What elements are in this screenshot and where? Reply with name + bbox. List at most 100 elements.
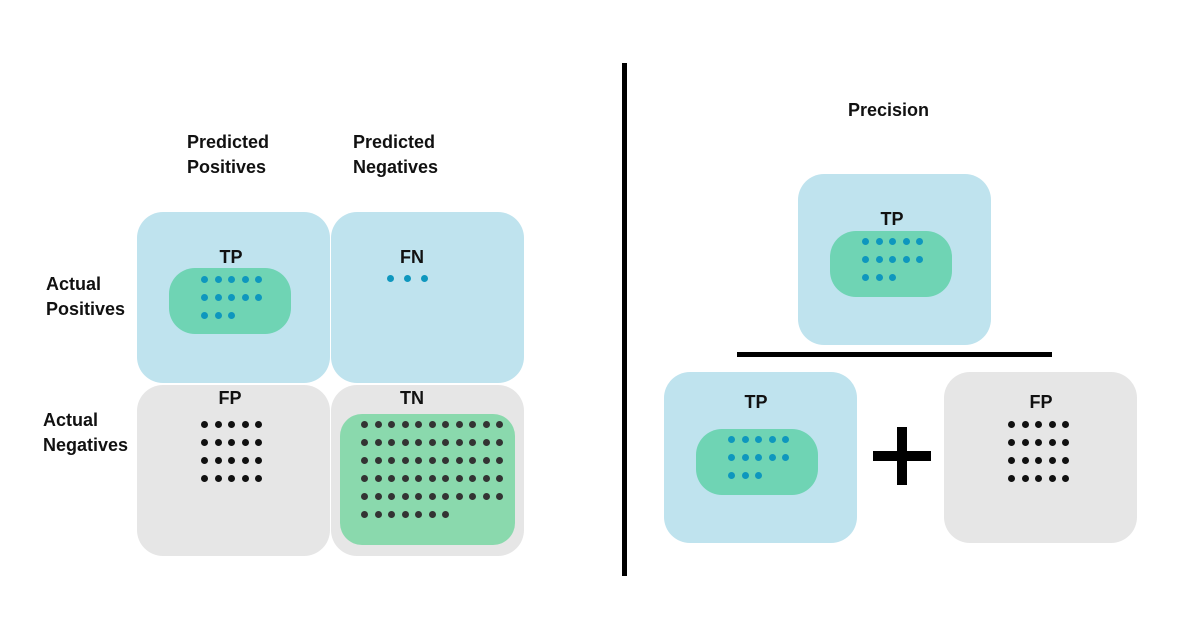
dot [241,457,249,464]
dot [361,511,368,518]
dot [889,274,896,281]
dot [228,421,235,428]
dot [768,436,776,443]
dot [255,439,262,446]
dot [741,436,749,443]
dot [442,421,449,428]
dot [214,276,222,283]
true-negative-group [340,414,515,545]
dot [1048,475,1056,482]
dot [228,276,235,283]
dot [374,421,382,428]
cell-true-positive: TP [137,212,330,383]
denominator-tp-box: TP [664,372,857,543]
dot [482,457,490,464]
dot [228,312,235,319]
dot [469,493,476,500]
formula-title: Precision [848,100,930,120]
dot [1048,421,1056,428]
dot [401,493,409,500]
dot [214,457,222,464]
dot [782,454,789,461]
dot [255,276,262,283]
dot [415,511,422,518]
dot [496,421,503,428]
dot [482,439,490,446]
dot [1048,439,1056,446]
dot [388,511,395,518]
dot [214,312,222,319]
dot [1021,457,1029,464]
dot [496,475,503,482]
dot [401,457,409,464]
dot [782,436,789,443]
dot [1035,439,1042,446]
dot [428,475,436,482]
dot [455,475,463,482]
dot [201,457,208,464]
dot [862,274,869,281]
dot [201,475,208,482]
dot [428,511,436,518]
dot [374,439,382,446]
dot [361,421,368,428]
denominator-tp-label: TP [744,392,768,412]
dot [728,472,735,479]
dot [201,439,208,446]
dot [469,439,476,446]
dot [361,493,368,500]
dot [455,493,463,500]
dot [255,421,262,428]
row-header-actual-positives: Actual Positives [46,274,126,319]
dot [1035,421,1042,428]
dot [401,475,409,482]
dot [228,475,235,482]
dot [1062,457,1069,464]
dot [442,475,449,482]
dot [387,275,394,282]
dot [361,475,368,482]
dot [214,475,222,482]
dot [214,439,222,446]
dot [228,439,235,446]
vertical-divider [622,63,627,576]
dot [455,421,463,428]
numerator-tp-box: TP [798,174,991,345]
cell-false-negative: FN [331,212,524,383]
dot [415,475,422,482]
dot [741,454,749,461]
cell-label-fp: FP [218,388,242,408]
dot [255,475,262,482]
dot [1035,475,1042,482]
dot [401,439,409,446]
dot [875,274,883,281]
dot [374,475,382,482]
dot [442,493,449,500]
dot [455,457,463,464]
dot [1035,457,1042,464]
denominator-fp-label: FP [1029,392,1053,412]
cell-false-positive: FP [137,385,330,556]
dot [1021,439,1029,446]
dot [374,511,382,518]
dot [442,439,449,446]
dot [469,475,476,482]
dot [228,294,235,301]
cell-label-tn: TN [400,388,424,408]
dot [401,511,409,518]
dot [469,457,476,464]
dot [442,457,449,464]
dot [428,439,436,446]
denominator-positive-group [696,429,818,495]
dot [1021,421,1029,428]
dot [875,238,883,245]
dot [201,421,208,428]
dot [889,256,896,263]
dot [214,421,222,428]
dot [1008,457,1015,464]
dot [482,475,490,482]
col-header-predicted-negatives: Predicted Negatives [353,132,439,177]
dot [728,454,735,461]
dot [241,439,249,446]
dot [1062,421,1069,428]
